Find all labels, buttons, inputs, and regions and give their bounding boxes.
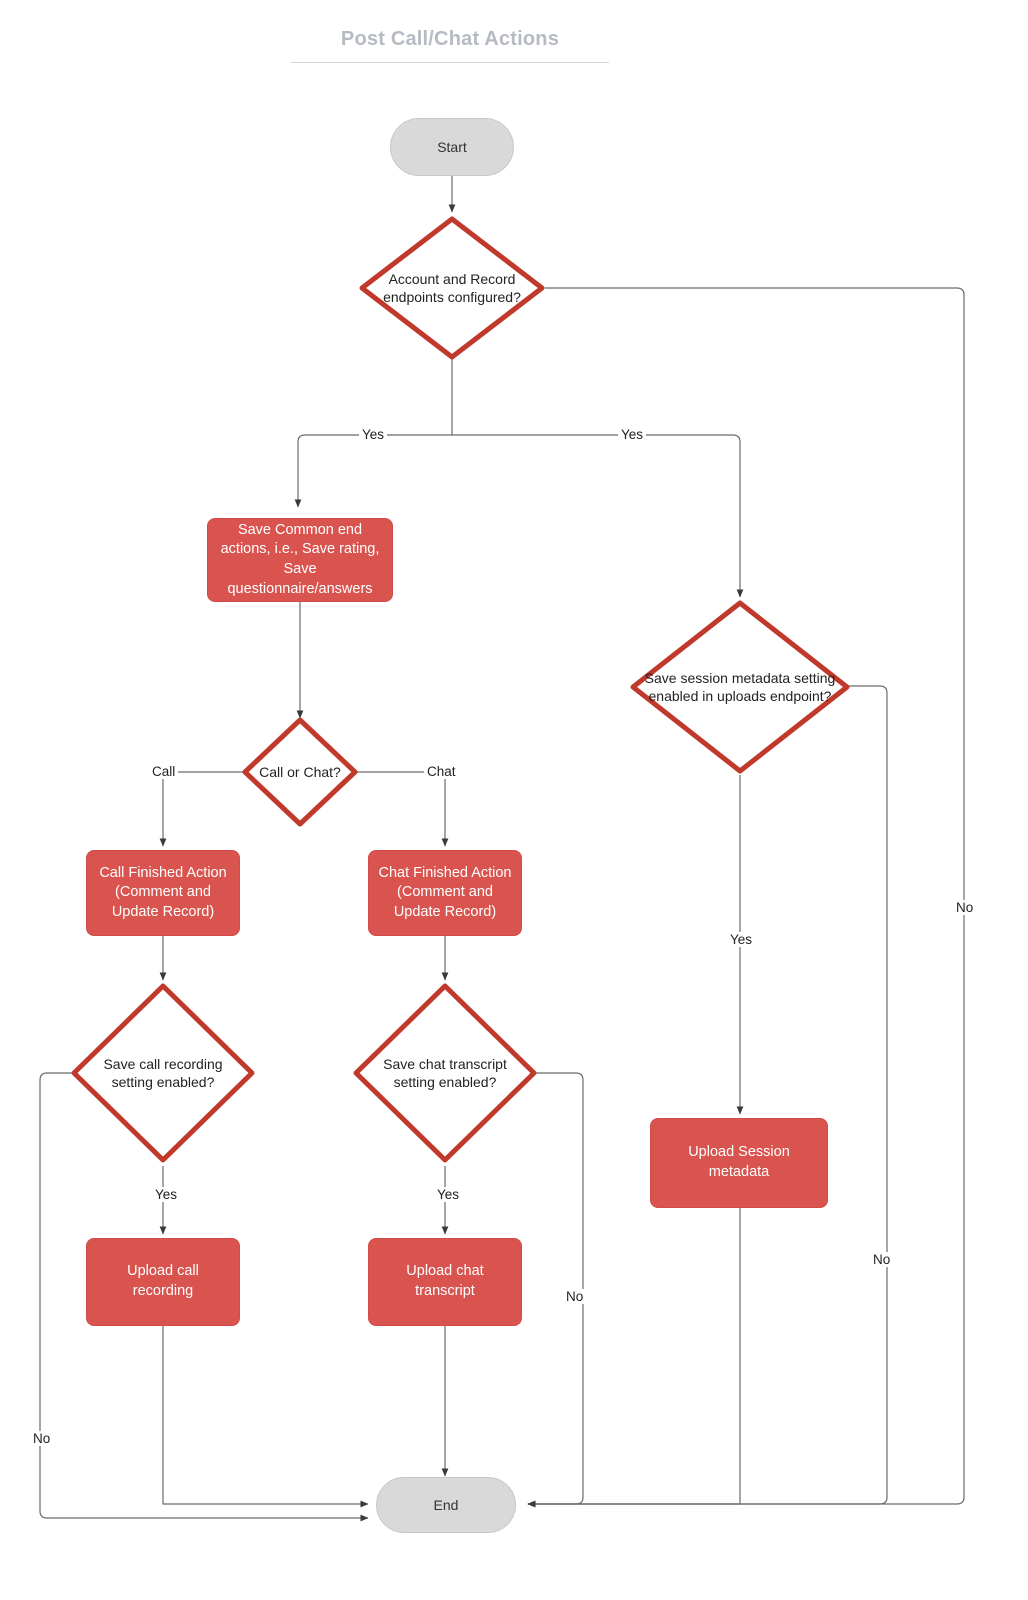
edge-label-yes-session-metadata: Yes — [727, 932, 756, 947]
edge-label-yes-chat-transcript: Yes — [434, 1187, 463, 1202]
node-start[interactable]: Start — [390, 118, 514, 176]
diamond-shape — [353, 983, 537, 1163]
edge-label-call: Call — [149, 764, 179, 779]
edge-label-yes-right: Yes — [618, 427, 647, 442]
node-upload-chat-transcript[interactable]: Upload chat transcript — [368, 1238, 522, 1326]
diamond-shape — [630, 600, 850, 774]
node-save-call-recording-decision[interactable]: Save call recording setting enabled? — [70, 982, 256, 1164]
node-upload-session-metadata[interactable]: Upload Session metadata — [650, 1118, 828, 1208]
edge-label-no-endpoints: No — [953, 900, 977, 915]
edge-label-no-chat-transcript: No — [563, 1289, 587, 1304]
diamond-shape — [242, 717, 358, 827]
node-call-or-chat-decision[interactable]: Call or Chat? — [241, 716, 359, 828]
node-save-chat-transcript-decision[interactable]: Save chat transcript setting enabled? — [352, 982, 538, 1164]
edge-label-chat: Chat — [424, 764, 459, 779]
node-save-session-metadata-decision[interactable]: Save session metadata setting enabled in… — [629, 599, 851, 775]
node-call-finished-action[interactable]: Call Finished Action (Comment and Update… — [86, 850, 240, 936]
title-divider — [291, 62, 609, 63]
edge-label-no-call-recording: No — [30, 1431, 54, 1446]
diamond-shape — [71, 983, 255, 1163]
node-chat-finished-action[interactable]: Chat Finished Action (Comment and Update… — [368, 850, 522, 936]
edge-label-yes-call-recording: Yes — [152, 1187, 181, 1202]
node-account-record-endpoints-decision[interactable]: Account and Record endpoints configured? — [358, 215, 546, 361]
edge-label-no-session-metadata: No — [870, 1252, 894, 1267]
diamond-shape — [359, 216, 545, 360]
node-upload-call-recording[interactable]: Upload call recording — [86, 1238, 240, 1326]
page-title: Post Call/Chat Actions — [340, 28, 560, 50]
node-save-common-end-actions[interactable]: Save Common end actions, i.e., Save rati… — [207, 518, 393, 602]
node-end[interactable]: End — [376, 1477, 516, 1533]
edge-label-yes-left: Yes — [359, 427, 388, 442]
